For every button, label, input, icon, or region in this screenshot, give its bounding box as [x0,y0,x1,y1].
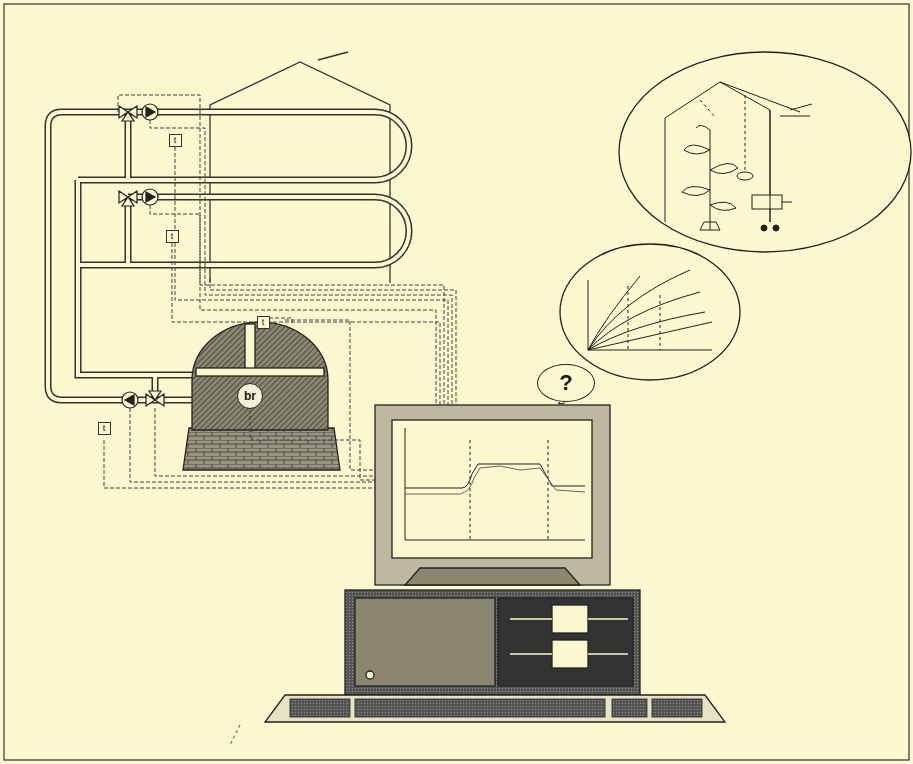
temperature-sensor: t [98,422,111,435]
node-label: ? [559,372,572,394]
graph-bubble [560,244,740,380]
boiler [183,322,340,470]
temperature-sensor: t [257,316,270,329]
temperature-sensor: t [169,134,182,147]
bubble-tail [559,402,565,404]
screen-chart [405,428,585,540]
node-label: br [244,390,256,402]
computer [230,405,725,745]
node-label: t [262,318,265,327]
burner-circle: br [237,383,263,409]
greenhouse-bubble [619,52,911,252]
question-bubble: ? [537,364,595,402]
node-label: t [103,424,106,433]
temperature-sensor: t [166,230,179,243]
node-label: t [174,136,177,145]
greenhouse [210,52,390,283]
valves-pumps [119,104,164,408]
node-label: t [171,232,174,241]
